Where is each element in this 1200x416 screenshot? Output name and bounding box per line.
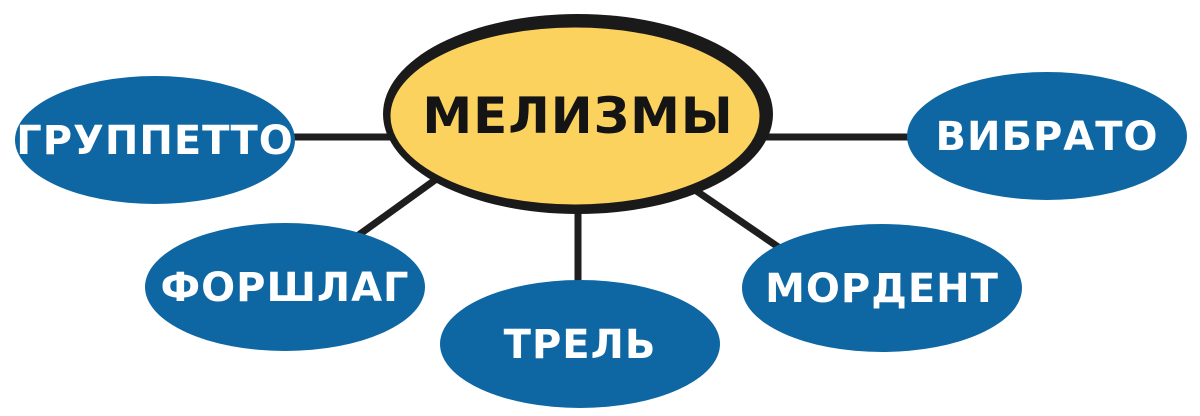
node-gruppetto-shape bbox=[15, 76, 295, 204]
node-trel-label: ТРЕЛЬ bbox=[504, 322, 657, 368]
center-node-shape bbox=[387, 24, 763, 208]
node-vibrato: ВИБРАТО bbox=[907, 72, 1187, 200]
connectors bbox=[280, 133, 920, 305]
node-gruppetto-label: ГРУППЕТТО bbox=[16, 118, 294, 164]
node-forshlag-label: ФОРШЛАГ bbox=[160, 265, 409, 311]
center-node: МЕЛИЗМЫ bbox=[383, 14, 773, 214]
node-trel-shape bbox=[440, 280, 720, 408]
node-vibrato-label: ВИБРАТО bbox=[935, 114, 1158, 160]
node-trel: ТРЕЛЬ bbox=[440, 280, 720, 408]
node-mordent: МОРДЕНТ bbox=[742, 224, 1022, 352]
node-vibrato-shape bbox=[907, 72, 1187, 200]
node-forshlag-shape bbox=[145, 223, 425, 351]
node-forshlag: ФОРШЛАГ bbox=[145, 223, 425, 351]
node-mordent-label: МОРДЕНТ bbox=[765, 266, 999, 312]
node-mordent-shape bbox=[742, 224, 1022, 352]
node-gruppetto: ГРУППЕТТО bbox=[15, 76, 295, 204]
center-node-label: МЕЛИЗМЫ bbox=[422, 87, 733, 145]
connector-mordent bbox=[693, 187, 792, 258]
